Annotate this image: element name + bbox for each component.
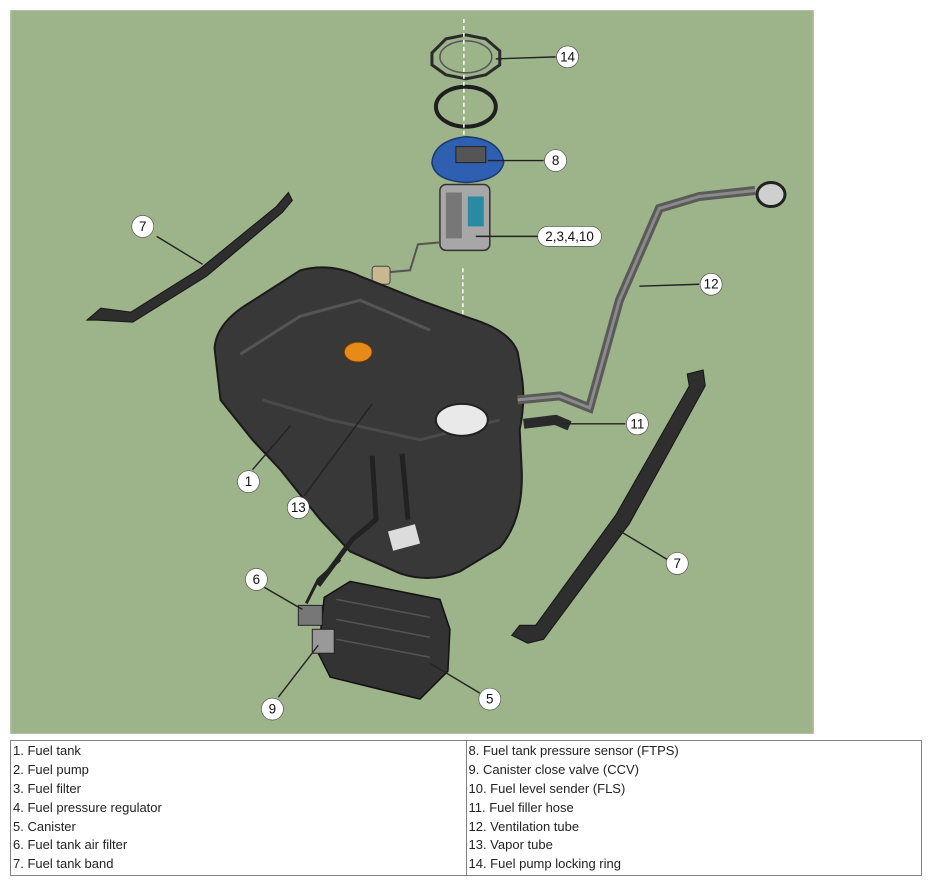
svg-text:1: 1 — [245, 474, 252, 489]
callout-12: 12 — [699, 272, 723, 296]
svg-text:6: 6 — [253, 572, 260, 587]
legend-item: 6. Fuel tank air filter — [13, 837, 128, 853]
legend-item: 9. Canister close valve (CCV) — [468, 761, 640, 777]
leader-lines — [156, 56, 700, 698]
svg-text:5: 5 — [486, 692, 493, 707]
legend-column-right: 8. Fuel tank pressure sensor (FTPS) 9. C… — [465, 740, 922, 876]
callout-2-3-4-10: 2,3,4,10 — [537, 226, 602, 247]
svg-text:7: 7 — [139, 219, 146, 234]
svg-text:11: 11 — [630, 416, 644, 431]
svg-text:2,3,4,10: 2,3,4,10 — [545, 229, 594, 244]
callout-9: 9 — [261, 697, 284, 721]
legend-item: 1. Fuel tank — [13, 743, 81, 758]
callout-6: 6 — [245, 568, 268, 591]
legend-column-left: 1. Fuel tank 2. Fuel pump 3. Fuel filter… — [11, 741, 467, 876]
air-filter — [297, 604, 323, 626]
legend-item: 7. Fuel tank band — [13, 856, 114, 872]
legend-item: 11. Fuel filler hose — [468, 799, 574, 815]
tank-label — [387, 524, 421, 551]
locking-ring — [430, 33, 502, 81]
legend-item: 12. Ventilation tube — [468, 818, 580, 834]
callout-7-right: 7 — [665, 552, 689, 575]
callout-7-left: 7 — [131, 215, 155, 238]
legend-table: 1. Fuel tank 2. Fuel pump 3. Fuel filter… — [10, 740, 922, 876]
legend-item: 3. Fuel filter — [13, 780, 81, 796]
pump-opening — [434, 402, 489, 437]
legend-item: 8. Fuel tank pressure sensor (FTPS) — [468, 743, 679, 758]
fuel-pump-module — [371, 135, 505, 285]
tank-band-left — [85, 191, 293, 323]
filler-neck — [755, 181, 787, 208]
legend-item: 5. Canister — [13, 818, 76, 834]
legend-item: 10. Fuel level sender (FLS) — [468, 780, 626, 796]
svg-text:7: 7 — [674, 556, 681, 571]
canister — [297, 558, 451, 700]
filler-cap — [343, 341, 373, 363]
callout-1: 1 — [237, 470, 260, 493]
svg-text:14: 14 — [560, 49, 575, 64]
svg-text:9: 9 — [269, 702, 276, 717]
callout-8: 8 — [544, 149, 567, 172]
callout-5: 5 — [478, 687, 502, 711]
legend-item: 4. Fuel pressure regulator — [13, 799, 162, 815]
filler-hose — [523, 414, 572, 431]
callout-13: 13 — [287, 496, 310, 519]
tank-band-right — [510, 369, 706, 644]
svg-text:12: 12 — [704, 277, 719, 292]
legend-item: 2. Fuel pump — [13, 761, 89, 777]
fuel-system-diagram: 14 8 2,3,4,10 12 11 7 7 1 13 6 9 5 — [10, 10, 814, 734]
legend-item: 14. Fuel pump locking ring — [468, 856, 621, 872]
canister-close-valve — [311, 628, 335, 654]
svg-text:8: 8 — [552, 153, 559, 168]
svg-text:13: 13 — [291, 500, 306, 515]
callout-11: 11 — [626, 412, 649, 436]
legend-item: 13. Vapor tube — [468, 837, 553, 853]
callout-14: 14 — [556, 45, 579, 69]
pump-gasket — [433, 84, 498, 129]
